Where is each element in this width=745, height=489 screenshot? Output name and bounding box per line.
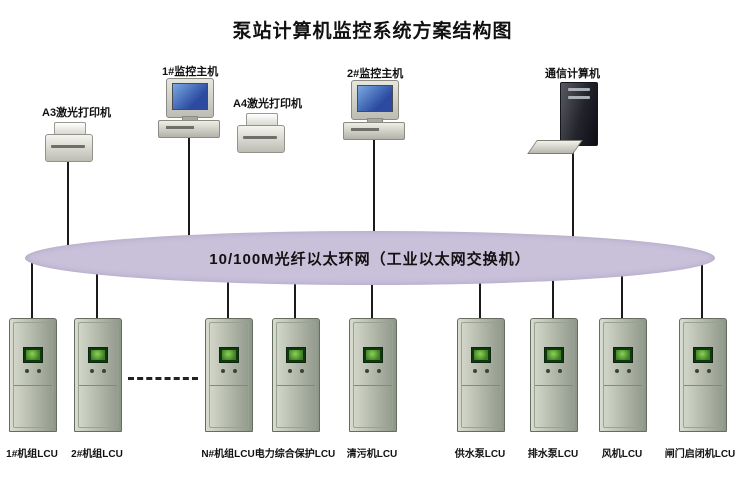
cabinet-seam bbox=[354, 385, 392, 386]
host2-workstation-icon bbox=[343, 80, 405, 140]
connector-line bbox=[373, 138, 375, 258]
printer-output-slot bbox=[51, 145, 85, 148]
connector-line bbox=[96, 258, 98, 318]
cabinet-seam bbox=[277, 385, 315, 386]
cabinet-screen bbox=[88, 347, 108, 363]
cabinet-label: 供水泵LCU bbox=[454, 449, 506, 460]
connector-line bbox=[701, 258, 703, 318]
drive-bay bbox=[568, 96, 590, 99]
cabinet-buttons bbox=[365, 369, 381, 373]
cabinet-screen bbox=[363, 347, 383, 363]
connector-line bbox=[479, 258, 481, 318]
cabinet-label: 1#机组LCU bbox=[6, 449, 58, 460]
monitor-screen bbox=[172, 83, 208, 110]
monitor-icon bbox=[166, 78, 214, 118]
lcu-cabinet-icon bbox=[599, 318, 647, 432]
cabinet-panel bbox=[209, 322, 249, 428]
monitor-screen bbox=[357, 85, 393, 112]
connector-line bbox=[552, 258, 554, 318]
lcu-cabinet-icon bbox=[679, 318, 727, 432]
a4-printer-icon bbox=[237, 113, 285, 153]
cabinet-screen bbox=[219, 347, 239, 363]
lcu-cabinet-icon bbox=[74, 318, 122, 432]
cabinet-panel bbox=[353, 322, 393, 428]
network-label: 10/100M光纤以太环网（工业以太网交换机） bbox=[209, 250, 531, 268]
lcu-cabinet-icon bbox=[272, 318, 320, 432]
cabinet-screen bbox=[544, 347, 564, 363]
cabinet-label: 清污机LCU bbox=[346, 449, 398, 460]
cabinet-seam bbox=[535, 385, 573, 386]
connector-line bbox=[188, 136, 190, 258]
a3-printer-icon bbox=[45, 122, 93, 162]
monitor-icon bbox=[351, 80, 399, 120]
printer-body bbox=[45, 134, 93, 162]
lcu-cabinet-icon bbox=[530, 318, 578, 432]
lcu-cabinet-icon bbox=[205, 318, 253, 432]
cabinet-screen bbox=[693, 347, 713, 363]
connector-line bbox=[621, 258, 623, 318]
cabinet-seam bbox=[79, 385, 117, 386]
keyboard-icon bbox=[527, 140, 583, 154]
cabinet-buttons bbox=[221, 369, 237, 373]
dashed-continuation-line bbox=[128, 377, 198, 380]
printer-body bbox=[237, 125, 285, 153]
connector-line bbox=[31, 258, 33, 318]
computer-case bbox=[158, 120, 220, 138]
cabinet-panel bbox=[534, 322, 574, 428]
case-drive-slot bbox=[351, 128, 379, 131]
cabinet-buttons bbox=[25, 369, 41, 373]
drive-bay bbox=[568, 88, 590, 91]
connector-line bbox=[371, 258, 373, 318]
lcu-cabinet-icon bbox=[457, 318, 505, 432]
cabinet-label: 2#机组LCU bbox=[71, 449, 123, 460]
connector-line bbox=[294, 258, 296, 318]
cabinet-label: 排水泵LCU bbox=[527, 449, 579, 460]
computer-case bbox=[343, 122, 405, 140]
comm-computer-label: 通信计算机 bbox=[545, 68, 600, 80]
lcu-cabinet-icon bbox=[349, 318, 397, 432]
cabinet-panel bbox=[276, 322, 316, 428]
comm-computer-icon bbox=[527, 82, 612, 156]
cabinet-seam bbox=[14, 385, 52, 386]
cabinet-screen bbox=[471, 347, 491, 363]
cabinet-seam bbox=[462, 385, 500, 386]
cabinet-panel bbox=[603, 322, 643, 428]
a3-printer-label: A3激光打印机 bbox=[42, 107, 112, 119]
printer-output-slot bbox=[243, 136, 277, 139]
connector-line bbox=[227, 258, 229, 318]
cabinet-buttons bbox=[615, 369, 631, 373]
cabinet-screen bbox=[286, 347, 306, 363]
cabinet-buttons bbox=[90, 369, 106, 373]
cabinet-buttons bbox=[288, 369, 304, 373]
cabinet-buttons bbox=[473, 369, 489, 373]
host1-label: 1#监控主机 bbox=[162, 66, 219, 78]
cabinet-label: 闸门启闭机LCU bbox=[664, 449, 736, 460]
cabinet-label: 风机LCU bbox=[601, 449, 643, 460]
a4-printer-label: A4激光打印机 bbox=[233, 98, 303, 110]
diagram-title: 泵站计算机监控系统方案结构图 bbox=[232, 21, 513, 42]
cabinet-screen bbox=[613, 347, 633, 363]
case-drive-slot bbox=[166, 126, 194, 129]
connector-line bbox=[572, 150, 574, 258]
cabinet-panel bbox=[78, 322, 118, 428]
host2-label: 2#监控主机 bbox=[347, 68, 404, 80]
cabinet-label: N#机组LCU bbox=[201, 449, 255, 460]
network-ellipse: 10/100M光纤以太环网（工业以太网交换机） bbox=[25, 231, 715, 285]
connector-line bbox=[67, 162, 69, 258]
cabinet-seam bbox=[210, 385, 248, 386]
host1-workstation-icon bbox=[158, 78, 220, 138]
lcu-cabinet-icon bbox=[9, 318, 57, 432]
cabinet-screen bbox=[23, 347, 43, 363]
cabinet-label: 电力综合保护LCU bbox=[254, 449, 336, 460]
tower-case bbox=[560, 82, 598, 146]
cabinet-panel bbox=[461, 322, 501, 428]
cabinet-buttons bbox=[695, 369, 711, 373]
cabinet-panel bbox=[683, 322, 723, 428]
cabinet-seam bbox=[604, 385, 642, 386]
cabinet-panel bbox=[13, 322, 53, 428]
cabinet-seam bbox=[684, 385, 722, 386]
cabinet-buttons bbox=[546, 369, 562, 373]
